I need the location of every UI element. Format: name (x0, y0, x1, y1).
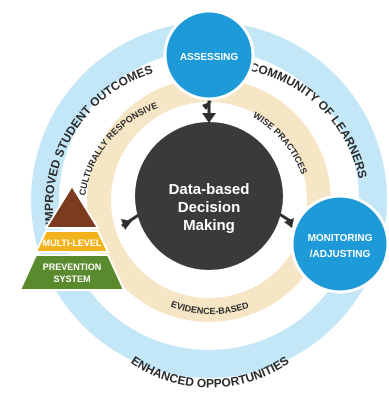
monitoring-label-line1: MONITORING (308, 233, 373, 244)
pyramid-label-line1: MULTI-LEVEL (43, 238, 102, 248)
pyramid-top-tier (44, 184, 100, 229)
assessing-label: ASSESSING (180, 52, 239, 63)
pyramid-bottom-tier (18, 254, 126, 291)
pyramid-label-line3: SYSTEM (53, 274, 90, 284)
center-title-line2: Decision (178, 199, 241, 216)
monitoring-node (290, 194, 389, 294)
center-title-line1: Data-based (169, 181, 250, 198)
center-title-line3: Making (183, 217, 235, 234)
pyramid-middle-tier (34, 230, 110, 253)
assessing-node (163, 9, 255, 101)
monitoring-label-line2: /ADJUSTING (310, 249, 371, 260)
prevention-pyramid: MULTI-LEVEL PREVENTION SYSTEM (18, 184, 126, 291)
pyramid-label-line2: PREVENTION (43, 262, 102, 272)
center-hub (135, 122, 283, 270)
